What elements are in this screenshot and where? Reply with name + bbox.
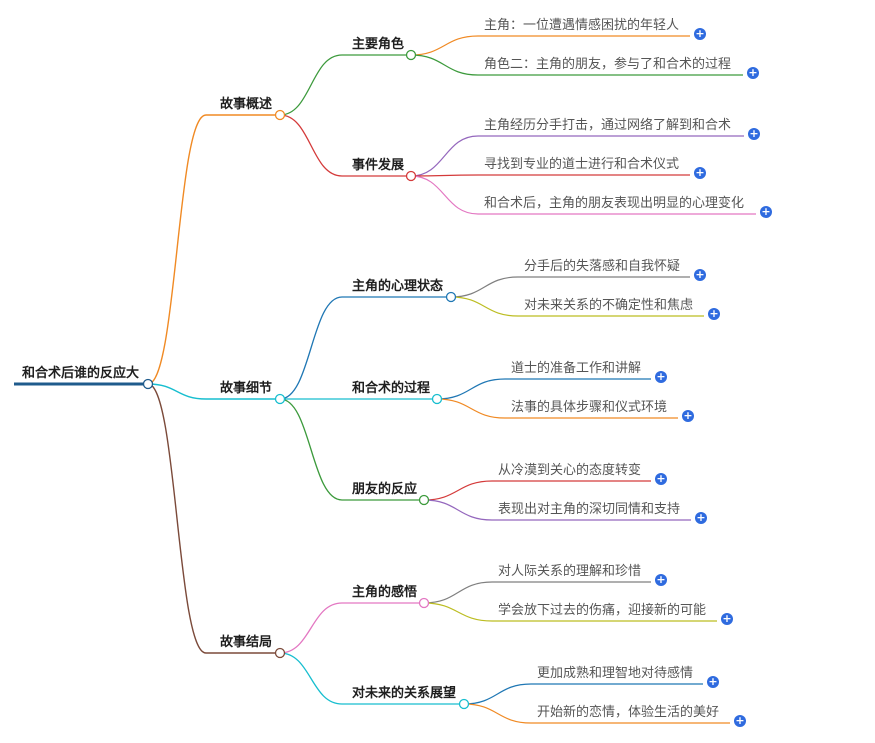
collapse-toggle-l1[interactable] [274, 647, 286, 659]
topic-leaf: 道士的准备工作和讲解 [511, 361, 642, 376]
topic-leaf: 表现出对主角的深切同情和支持 [498, 502, 681, 517]
edge-l2-leaf [410, 135, 744, 177]
topic-l1: 故事结局 [220, 635, 273, 650]
topic-l1: 故事概述 [220, 97, 273, 112]
topic-l2: 和合术的过程 [352, 381, 431, 396]
edge-l1-l2 [279, 602, 424, 654]
edge-root-l1 [147, 114, 280, 385]
edge-l2-leaf [436, 398, 678, 419]
edge-l2-leaf [423, 602, 717, 622]
expand-plus-icon[interactable]: + [655, 370, 667, 383]
collapse-toggle-l1[interactable] [274, 109, 286, 121]
topic-l2: 朋友的反应 [352, 482, 418, 497]
collapse-toggle-l2[interactable] [418, 597, 430, 609]
edge-l1-l2 [279, 54, 411, 116]
topic-leaf: 对人际关系的理解和珍惜 [498, 564, 642, 579]
edge-l1-l2 [279, 296, 451, 400]
topic-leaf: 主角经历分手打击，通过网络了解到和合术 [484, 118, 732, 133]
edge-l2-leaf [410, 174, 690, 177]
edge-l2-leaf [410, 35, 690, 56]
topic-leaf: 分手后的失落感和自我怀疑 [524, 259, 681, 274]
topic-leaf: 角色二：主角的朋友，参与了和合术的过程 [484, 57, 732, 72]
edge-root-l1 [147, 383, 280, 654]
collapse-toggle-l2[interactable] [431, 393, 443, 405]
edge-l2-leaf [463, 683, 703, 705]
collapse-toggle-root[interactable] [142, 378, 154, 390]
expand-plus-icon[interactable]: + [694, 27, 706, 40]
topic-leaf: 从冷漠到关心的态度转变 [498, 463, 642, 478]
topic-l2: 主角的心理状态 [352, 279, 444, 294]
edge-l2-leaf [463, 703, 730, 724]
topic-l2: 主角的感悟 [352, 585, 418, 600]
root-topic: 和合术后谁的反应大 [22, 366, 140, 381]
expand-plus-icon[interactable]: + [694, 268, 706, 281]
expand-plus-icon[interactable]: + [707, 675, 719, 688]
edge-l1-l2 [279, 398, 424, 501]
collapse-toggle-l2[interactable] [445, 291, 457, 303]
edge-l1-l2 [279, 652, 464, 705]
topic-l2: 事件发展 [352, 158, 405, 173]
topic-leaf: 主角：一位遭遇情感困扰的年轻人 [484, 18, 680, 33]
edge-l2-leaf [450, 296, 704, 317]
collapse-toggle-l2[interactable] [458, 698, 470, 710]
topic-leaf: 对未来关系的不确定性和焦虑 [524, 298, 694, 313]
topic-leaf: 和合术后，主角的朋友表现出明显的心理变化 [484, 196, 745, 211]
expand-plus-icon[interactable]: + [682, 409, 694, 422]
topic-l1: 故事细节 [220, 381, 273, 396]
edge-root-l1 [147, 383, 280, 400]
edge-l2-leaf [450, 276, 690, 298]
topic-leaf: 学会放下过去的伤痛，迎接新的可能 [498, 603, 707, 618]
edge-l2-leaf [423, 480, 651, 501]
collapse-toggle-l2[interactable] [418, 494, 430, 506]
topic-leaf: 法事的具体步骤和仪式环境 [511, 400, 668, 415]
edge-l2-leaf [423, 581, 651, 604]
collapse-toggle-l2[interactable] [405, 49, 417, 61]
edge-l2-leaf [436, 378, 651, 400]
edge-l2-leaf [410, 54, 743, 76]
expand-plus-icon[interactable]: + [747, 66, 759, 79]
edge-l1-l2 [279, 114, 411, 177]
topic-leaf: 开始新的恋情，体验生活的美好 [537, 705, 720, 720]
expand-plus-icon[interactable]: + [708, 307, 720, 320]
expand-plus-icon[interactable]: + [760, 205, 772, 218]
topic-l2: 对未来的关系展望 [352, 686, 457, 701]
expand-plus-icon[interactable]: + [655, 573, 667, 586]
expand-plus-icon[interactable]: + [694, 166, 706, 179]
expand-plus-icon[interactable]: + [721, 612, 733, 625]
expand-plus-icon[interactable]: + [695, 511, 707, 524]
edge-l2-leaf [423, 499, 691, 521]
expand-plus-icon[interactable]: + [655, 472, 667, 485]
collapse-toggle-l2[interactable] [405, 170, 417, 182]
edge-l2-leaf [410, 175, 756, 215]
expand-plus-icon[interactable]: + [734, 714, 746, 727]
topic-leaf: 更加成熟和理智地对待感情 [537, 666, 694, 681]
topic-l2: 主要角色 [352, 37, 405, 52]
topic-leaf: 寻找到专业的道士进行和合术仪式 [484, 157, 680, 172]
expand-plus-icon[interactable]: + [748, 127, 760, 140]
collapse-toggle-l1[interactable] [274, 393, 286, 405]
